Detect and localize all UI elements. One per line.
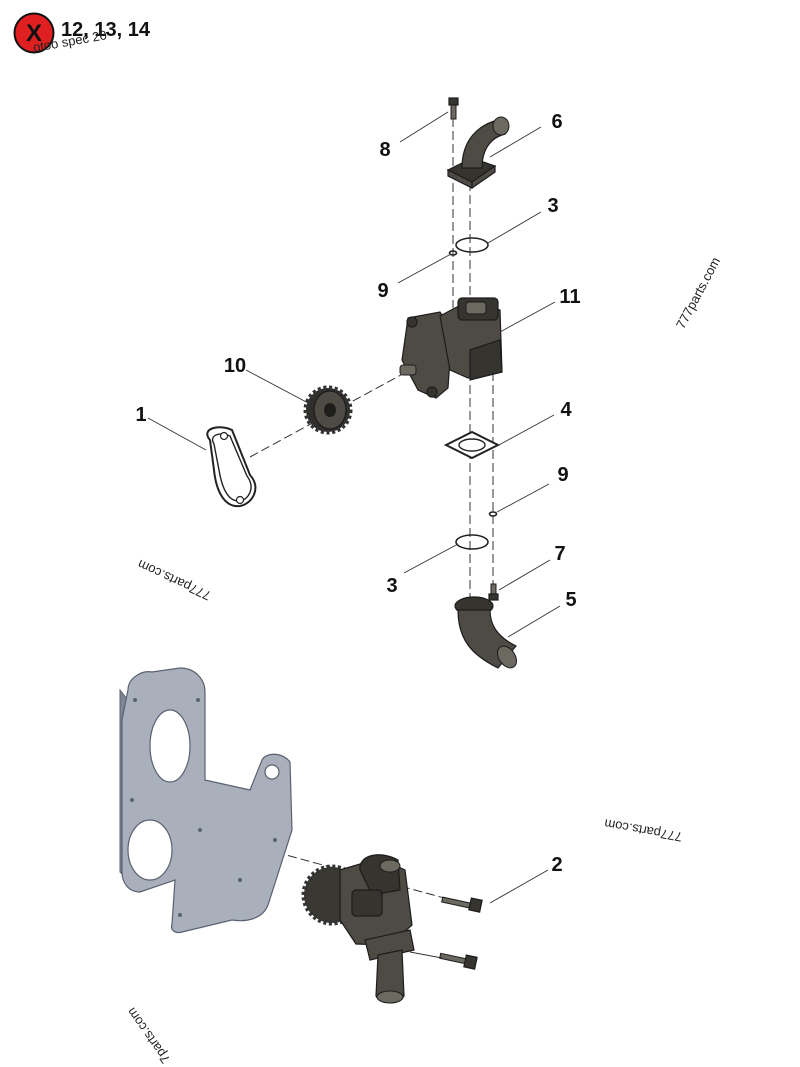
callout-8: 8 xyxy=(379,139,390,161)
callout-1: 1 xyxy=(135,404,146,426)
badge-symbol: X xyxy=(26,20,42,47)
callout-3-upper: 3 xyxy=(547,195,558,217)
watermark-bottom-left: 7parts.com xyxy=(124,1005,173,1066)
water-pump-part-11 xyxy=(399,297,503,399)
callout-9-lower: 9 xyxy=(557,464,568,486)
flange-gasket-part-4 xyxy=(443,430,501,460)
watermark-right-bottom: 777parts.com xyxy=(603,816,683,844)
callout-9-upper: 9 xyxy=(377,280,388,302)
seal-part-9-upper xyxy=(448,250,458,256)
watermark-right-top: 777parts.com xyxy=(673,255,723,332)
seal-part-9-lower xyxy=(488,511,498,517)
leader-lines xyxy=(147,111,561,904)
assembled-water-pump xyxy=(301,854,415,1004)
callout-10: 10 xyxy=(224,355,246,377)
gear-case-cover xyxy=(119,667,293,934)
elbow-part-5 xyxy=(454,596,518,669)
callout-6: 6 xyxy=(551,111,562,133)
callout-numbers: 8 6 3 9 11 10 1 4 9 3 7 5 2 xyxy=(135,111,580,876)
gasket-part-1 xyxy=(206,426,257,508)
badge-overlay-watermark: otoo spec 20 xyxy=(32,27,108,55)
badge-label: 12, 13, 14 xyxy=(61,19,150,41)
o-ring-part-3-lower xyxy=(455,534,489,550)
bolt-part-8 xyxy=(448,97,459,120)
callout-4: 4 xyxy=(560,399,572,421)
x-icon: X xyxy=(13,12,55,54)
callout-7: 7 xyxy=(554,543,565,565)
callout-11: 11 xyxy=(559,286,580,308)
bolt-part-7 xyxy=(488,583,499,601)
callout-3-lower: 3 xyxy=(386,575,397,597)
callout-2: 2 xyxy=(551,854,562,876)
gear-part-10 xyxy=(303,385,353,435)
elbow-flange-part-6 xyxy=(446,116,510,190)
bolts-part-2 xyxy=(409,896,483,970)
callout-5: 5 xyxy=(565,589,576,611)
watermark-left: 777parts.com xyxy=(135,557,213,604)
o-ring-part-3-upper xyxy=(455,237,489,253)
